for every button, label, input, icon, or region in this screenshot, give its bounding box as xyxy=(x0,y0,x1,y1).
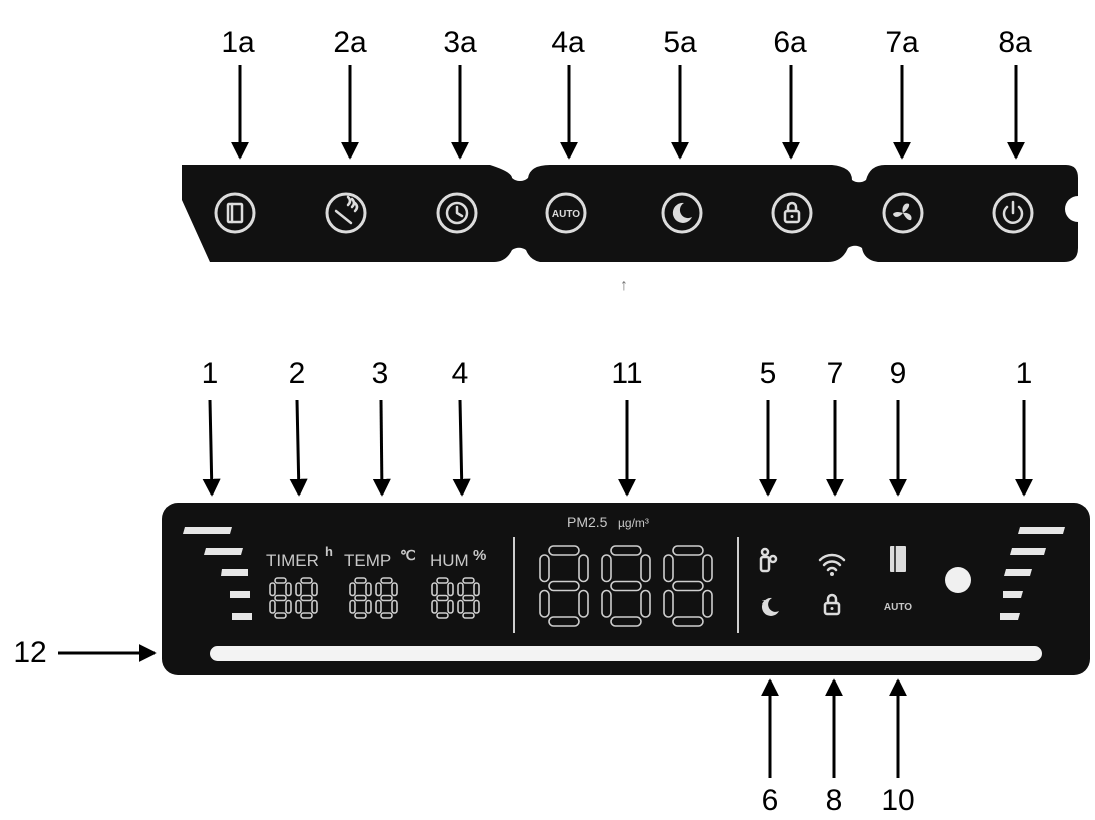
sleep-status-icon: z xyxy=(761,597,779,616)
button-panel: ↑ xyxy=(182,165,1078,294)
bottom-callouts-lower: 6 8 10 xyxy=(762,784,915,817)
segment-digits xyxy=(269,545,713,627)
filter-button[interactable] xyxy=(214,192,256,234)
fan-button[interactable] xyxy=(882,192,924,234)
temp-digit-1 xyxy=(349,577,372,619)
callout-5: 5 xyxy=(760,357,777,390)
callout-7: 7 xyxy=(827,357,844,390)
light-bar xyxy=(210,646,1042,661)
lock-button[interactable] xyxy=(771,192,813,234)
lock-icon xyxy=(783,201,801,224)
power-button-ring xyxy=(992,192,1034,234)
sleep-icon: z xyxy=(672,202,692,223)
timer-button[interactable] xyxy=(436,192,478,234)
callout-1-right: 1 xyxy=(1016,357,1033,390)
callout-7a: 7a xyxy=(885,26,919,59)
bottom-arrows-lower xyxy=(761,678,907,778)
hum-label: HUM xyxy=(430,551,469,570)
svg-text:z: z xyxy=(762,599,766,606)
power-button[interactable] xyxy=(992,192,1034,234)
ionizer-icon xyxy=(759,547,778,573)
callout-9: 9 xyxy=(890,357,907,390)
hum-digit-2 xyxy=(457,577,480,619)
filter-button-ring xyxy=(214,192,256,234)
fan-button-ring xyxy=(882,192,924,234)
timer-button-ring xyxy=(436,192,478,234)
arrow-2 xyxy=(289,399,308,497)
callout-10: 10 xyxy=(881,784,914,817)
wifi-icon xyxy=(818,553,846,576)
pm25-digit-1 xyxy=(539,545,589,627)
auto-button-ring xyxy=(545,192,587,234)
callout-12: 12 xyxy=(13,636,46,669)
pm25-label: PM2.5 xyxy=(567,514,608,530)
callout-1-left: 1 xyxy=(202,357,219,390)
callout-6a: 6a xyxy=(773,26,807,59)
display-panel: TIMER h TEMP ℃ HUM % PM2.5 µg/m³ z xyxy=(162,503,1090,675)
bottom-callouts-upper: 1 2 3 4 11 5 7 9 1 xyxy=(202,357,1033,390)
auto-icon: AUTO xyxy=(552,209,580,220)
callout-5a: 5a xyxy=(663,26,697,59)
callout-4a: 4a xyxy=(551,26,585,59)
callout-8a: 8a xyxy=(998,26,1032,59)
auto-button[interactable]: AUTO xyxy=(545,192,587,234)
smoke-button[interactable] xyxy=(325,192,367,234)
lock-status-icon xyxy=(823,593,841,616)
callout-11: 11 xyxy=(611,357,642,390)
indicator-dot-icon xyxy=(945,567,971,593)
auto-status-label: AUTO xyxy=(884,602,912,613)
pm25-unit: µg/m³ xyxy=(618,516,649,530)
svg-text:z: z xyxy=(675,205,679,212)
callout-8: 8 xyxy=(826,784,843,817)
callout-3: 3 xyxy=(372,357,389,390)
arrow-1-left xyxy=(202,399,221,497)
arrow-3 xyxy=(372,399,391,497)
callout-2: 2 xyxy=(289,357,306,390)
arrow-4 xyxy=(452,399,471,497)
temp-digit-2 xyxy=(375,577,398,619)
bottom-arrows-upper xyxy=(202,399,1033,497)
sleep-button[interactable]: z xyxy=(661,192,703,234)
smoke-icon xyxy=(334,195,359,225)
smoke-button-ring xyxy=(325,192,367,234)
timer-unit: h xyxy=(325,544,333,559)
pm25-digit-3 xyxy=(663,545,713,627)
callout-6: 6 xyxy=(762,784,779,817)
hum-digit-1 xyxy=(431,577,454,619)
top-callouts: 1a 2a 3a 4a 5a 6a 7a 8a xyxy=(221,26,1032,59)
pm25-digit-2 xyxy=(601,545,651,627)
fan-level-bars-left xyxy=(183,527,252,620)
timer-icon xyxy=(445,201,469,225)
hum-unit: % xyxy=(473,547,486,564)
timer-label: TIMER xyxy=(266,551,319,570)
filter-icon xyxy=(226,202,244,224)
callout-3a: 3a xyxy=(443,26,477,59)
fan-icon xyxy=(893,203,912,221)
temp-unit: ℃ xyxy=(400,547,416,563)
small-arrow-mark: ↑ xyxy=(620,277,628,294)
top-arrows xyxy=(231,65,1025,160)
fan-level-bars-right xyxy=(1000,527,1065,620)
callout-4: 4 xyxy=(452,357,469,390)
temp-label: TEMP xyxy=(344,551,391,570)
sleep-button-ring xyxy=(661,192,703,234)
power-icon xyxy=(1002,200,1024,224)
timer-digit-2 xyxy=(295,577,318,619)
lock-button-ring xyxy=(771,192,813,234)
callout-2a: 2a xyxy=(333,26,367,59)
filter-status-icon xyxy=(890,546,906,572)
timer-digit-1 xyxy=(269,577,292,619)
callout-1a: 1a xyxy=(221,26,255,59)
